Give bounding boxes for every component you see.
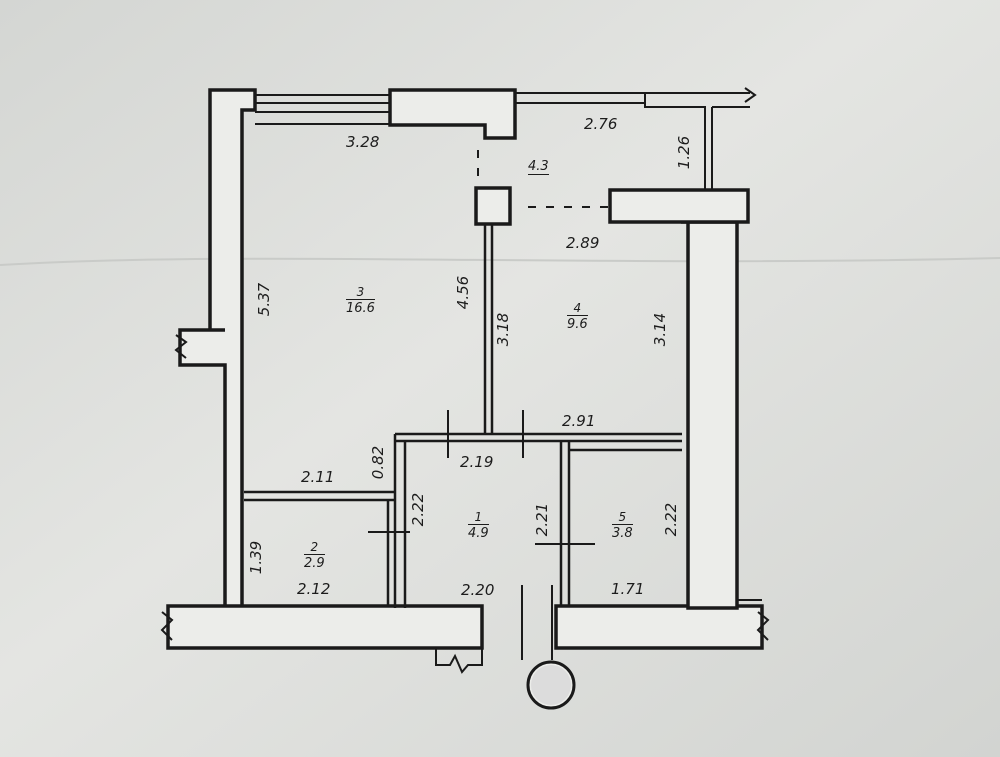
dim-5-37: 5.37 (255, 282, 274, 317)
dim-2-89: 2.89 (566, 234, 600, 252)
partition-left-small (393, 434, 407, 608)
partition-3-2 (244, 490, 395, 502)
room-5-label: 5 3.8 (612, 511, 633, 540)
room-4-label: 4 9.6 (567, 302, 588, 331)
room-1-number: 1 (468, 511, 489, 525)
entrance-marker-blur (531, 665, 571, 705)
dim-2-91: 2.91 (562, 412, 596, 430)
room-3-area: 16.6 (346, 301, 375, 316)
paper-crease (0, 257, 1000, 266)
room-2-number: 2 (304, 541, 325, 555)
room-2-label: 2 2.9 (304, 541, 325, 570)
dim-2-11: 2.11 (301, 468, 335, 486)
dim-2-21: 2.21 (533, 502, 552, 537)
dim-2-19: 2.19 (460, 453, 494, 471)
dim-4-56: 4.56 (454, 275, 473, 310)
partition-1-5 (559, 441, 571, 606)
break-mark-left (174, 334, 188, 359)
dim-2-76: 2.76 (584, 115, 618, 133)
partition-3-4 (483, 224, 494, 435)
room-5-number: 5 (612, 511, 633, 525)
dim-3-14: 3.14 (651, 312, 670, 347)
break-mark-bottom-left (160, 611, 174, 641)
dim-3-18: 3.18 (494, 312, 513, 347)
break-mark-bottom-center (435, 648, 483, 674)
balcony-area-label: 4.3 (528, 159, 549, 175)
room-1-area: 4.9 (468, 526, 489, 541)
balcony-rail-top (515, 92, 750, 190)
room-3-label: 3 16.6 (346, 286, 375, 315)
dim-2-22-right: 2.22 (662, 502, 681, 537)
dim-2-20: 2.20 (461, 581, 495, 599)
dim-1-71: 1.71 (611, 580, 645, 598)
window-lines-left (255, 94, 390, 125)
door-tick-5 (521, 585, 553, 660)
dim-2-22-left: 2.22 (409, 492, 428, 527)
dim-1-39: 1.39 (247, 540, 266, 575)
room-1-label: 1 4.9 (468, 511, 489, 540)
break-mark-bottom-right (756, 611, 770, 641)
room-2-area: 2.9 (304, 556, 325, 571)
dim-2-12: 2.12 (297, 580, 331, 598)
wall-right-exterior (681, 220, 739, 610)
dim-1-26: 1.26 (675, 135, 694, 170)
room-3-number: 3 (346, 286, 375, 300)
room-4-area: 9.6 (567, 317, 588, 332)
arrow-mark (744, 87, 757, 103)
wall-right-pier (608, 188, 750, 224)
wall-bottom-right (554, 604, 764, 650)
wall-bottom-left (166, 604, 484, 650)
dim-0-82: 0.82 (369, 445, 388, 480)
room-5-area: 3.8 (612, 526, 633, 541)
wall-left-exterior (178, 88, 257, 610)
column (474, 186, 512, 226)
partition-top-corridor (395, 432, 682, 443)
dim-3-28: 3.28 (346, 133, 380, 151)
room-4-number: 4 (567, 302, 588, 316)
